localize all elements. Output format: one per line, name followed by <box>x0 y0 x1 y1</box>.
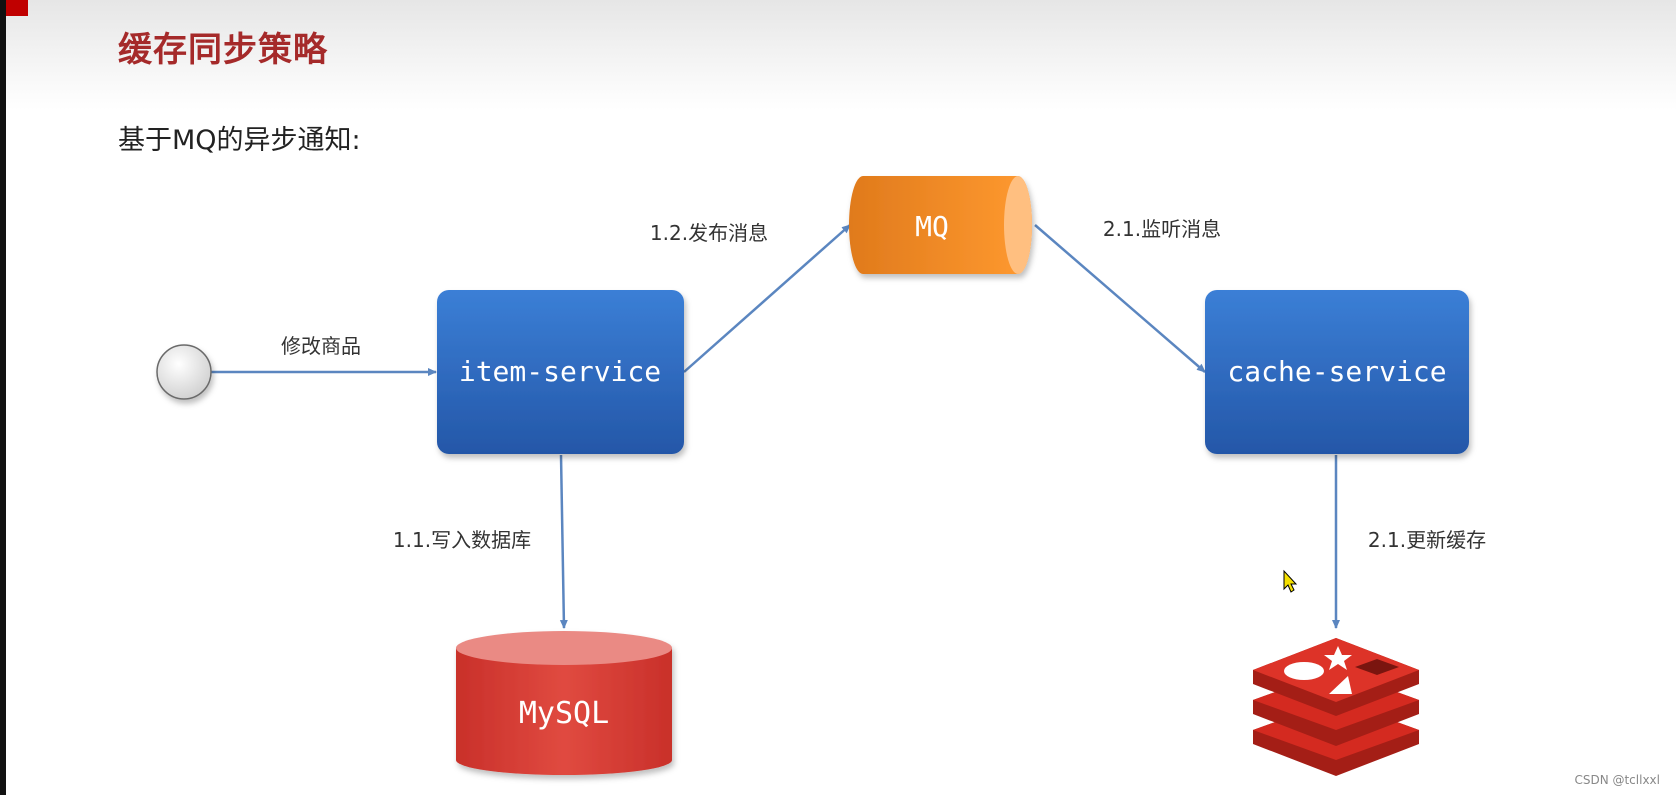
mysql-label: MySQL <box>519 696 609 731</box>
mysql-node <box>456 631 672 775</box>
edge-label-listen-message: 2.1.监听消息 <box>1103 217 1221 241</box>
arrow-publish-message <box>683 224 851 373</box>
corner-mark <box>6 0 28 16</box>
arrow-write-database <box>559 454 568 629</box>
start-circle-icon <box>156 344 212 400</box>
redis-logo-icon <box>1253 638 1419 776</box>
cache-service-node: cache-service <box>1205 290 1469 454</box>
edge-label-publish-message: 1.2.发布消息 <box>650 221 768 245</box>
edge-label-write-database: 1.1.写入数据库 <box>393 528 531 552</box>
mq-node <box>849 176 1032 274</box>
mouse-cursor-icon <box>1283 569 1298 593</box>
header-band <box>6 0 1676 110</box>
cache-service-label: cache-service <box>1227 355 1446 388</box>
arrow-listen-message <box>1034 224 1206 373</box>
item-service-node: item-service <box>437 290 684 454</box>
edge-label-update-cache: 2.1.更新缓存 <box>1368 528 1486 552</box>
edge-label-modify-product: 修改商品 <box>281 334 361 358</box>
page-subtitle: 基于MQ的异步通知: <box>118 125 361 156</box>
mq-label: MQ <box>915 210 949 243</box>
item-service-label: item-service <box>459 355 661 388</box>
page-title: 缓存同步策略 <box>118 30 328 70</box>
watermark: CSDN @tcllxxl <box>1574 773 1660 787</box>
left-edge-bar <box>0 0 6 795</box>
